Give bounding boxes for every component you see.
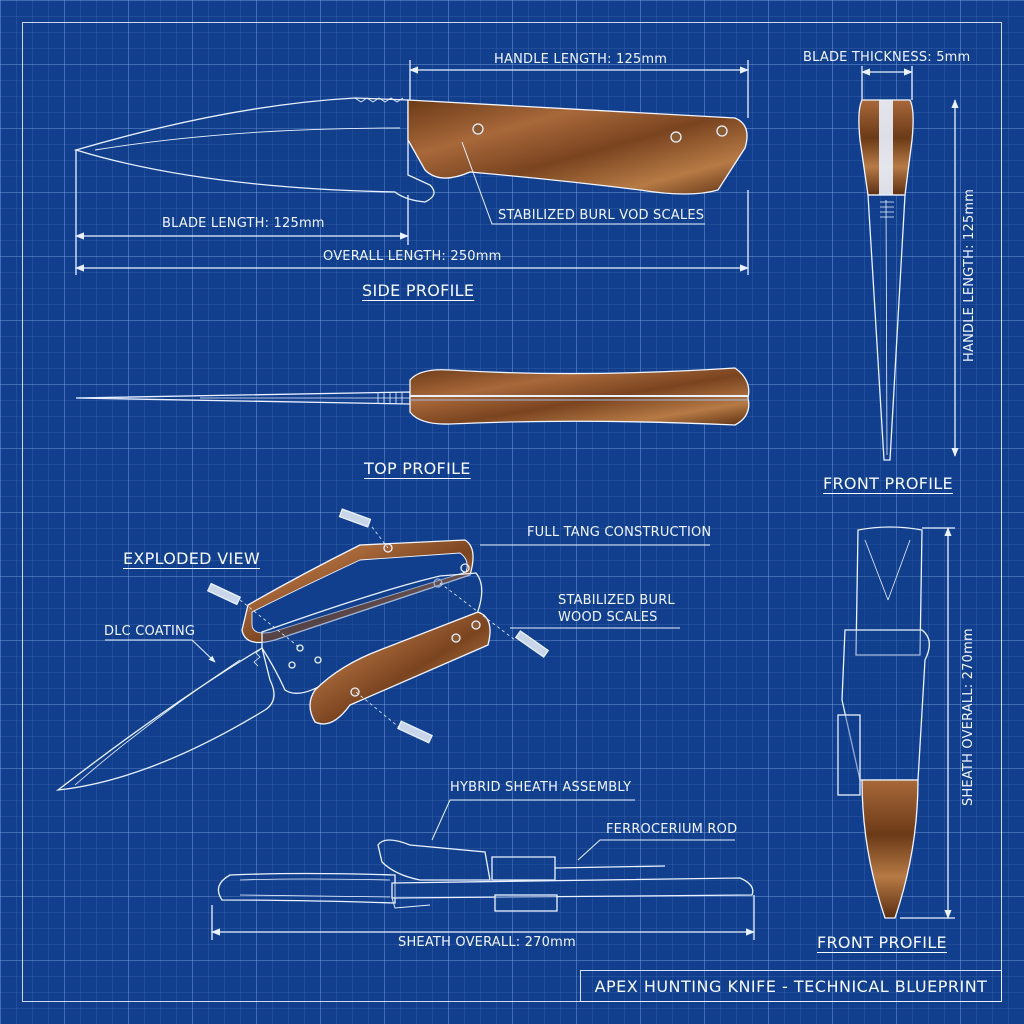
label-blade-thickness: BLADE THICKNESS: 5mm — [803, 50, 971, 65]
label-ferro-rod: FERROCERIUM ROD — [606, 822, 738, 837]
screw-2 — [206, 582, 242, 606]
label-scales-exploded: STABILIZED BURL WOOD SCALES — [558, 593, 675, 625]
label-handle-length: HANDLE LENGTH: 125mm — [494, 52, 668, 67]
sheath-front-clip — [837, 714, 861, 796]
sheath-body — [391, 877, 754, 899]
leader-hybrid-sheath — [431, 799, 635, 841]
label-blade-length: BLADE LENGTH: 125mm — [162, 216, 325, 231]
label-full-tang: FULL TANG CONSTRUCTION — [527, 525, 712, 540]
sheath-side-view — [217, 839, 754, 912]
screw-1 — [338, 508, 372, 528]
leader-ferro-rod — [577, 839, 735, 861]
label-dlc-coating: DLC COATING — [104, 624, 196, 639]
front-profile-sheath — [837, 526, 930, 919]
leader-scales-side — [461, 141, 705, 225]
exploded-view-assembly — [55, 508, 550, 791]
side-profile-knife — [73, 97, 748, 203]
label-scales-side: STABILIZED BURL VOD SCALES — [498, 208, 705, 223]
label-sheath-overall: SHEATH OVERALL: 270mm — [398, 935, 576, 950]
sheath-front-tip — [861, 779, 919, 919]
title-block: APEX HUNTING KNIFE - TECHNICAL BLUEPRINT — [580, 970, 1002, 1002]
title-front-profile-knife: FRONT PROFILE — [823, 474, 953, 493]
label-hybrid-sheath: HYBRID SHEATH ASSEMBLY — [450, 780, 632, 795]
side-handle-pin-3 — [716, 125, 728, 137]
label-handle-length-vertical: HANDLE LENGTH: 125mm — [962, 188, 977, 362]
side-handle-pin-1 — [472, 123, 484, 135]
screw-3 — [514, 630, 550, 658]
ferro-rod-housing — [491, 856, 556, 881]
side-handle-pin-2 — [670, 131, 682, 143]
title-top-profile: TOP PROFILE — [364, 459, 471, 478]
title-exploded-view: EXPLODED VIEW — [123, 549, 260, 568]
exploded-blade — [55, 646, 275, 791]
sheath-handle-block — [377, 839, 491, 881]
sheath-loop — [217, 872, 396, 904]
title-front-profile-sheath: FRONT PROFILE — [817, 933, 947, 952]
sheath-clip — [494, 894, 558, 912]
title-side-profile: SIDE PROFILE — [362, 281, 475, 300]
label-sheath-overall-vertical: SHEATH OVERALL: 270mm — [961, 628, 976, 806]
front-profile-knife — [858, 99, 914, 461]
top-profile-knife — [75, 367, 750, 426]
side-blade — [73, 97, 435, 203]
screw-4 — [397, 720, 433, 744]
label-overall-length: OVERALL LENGTH: 250mm — [323, 249, 502, 264]
side-handle-scale — [407, 99, 748, 195]
